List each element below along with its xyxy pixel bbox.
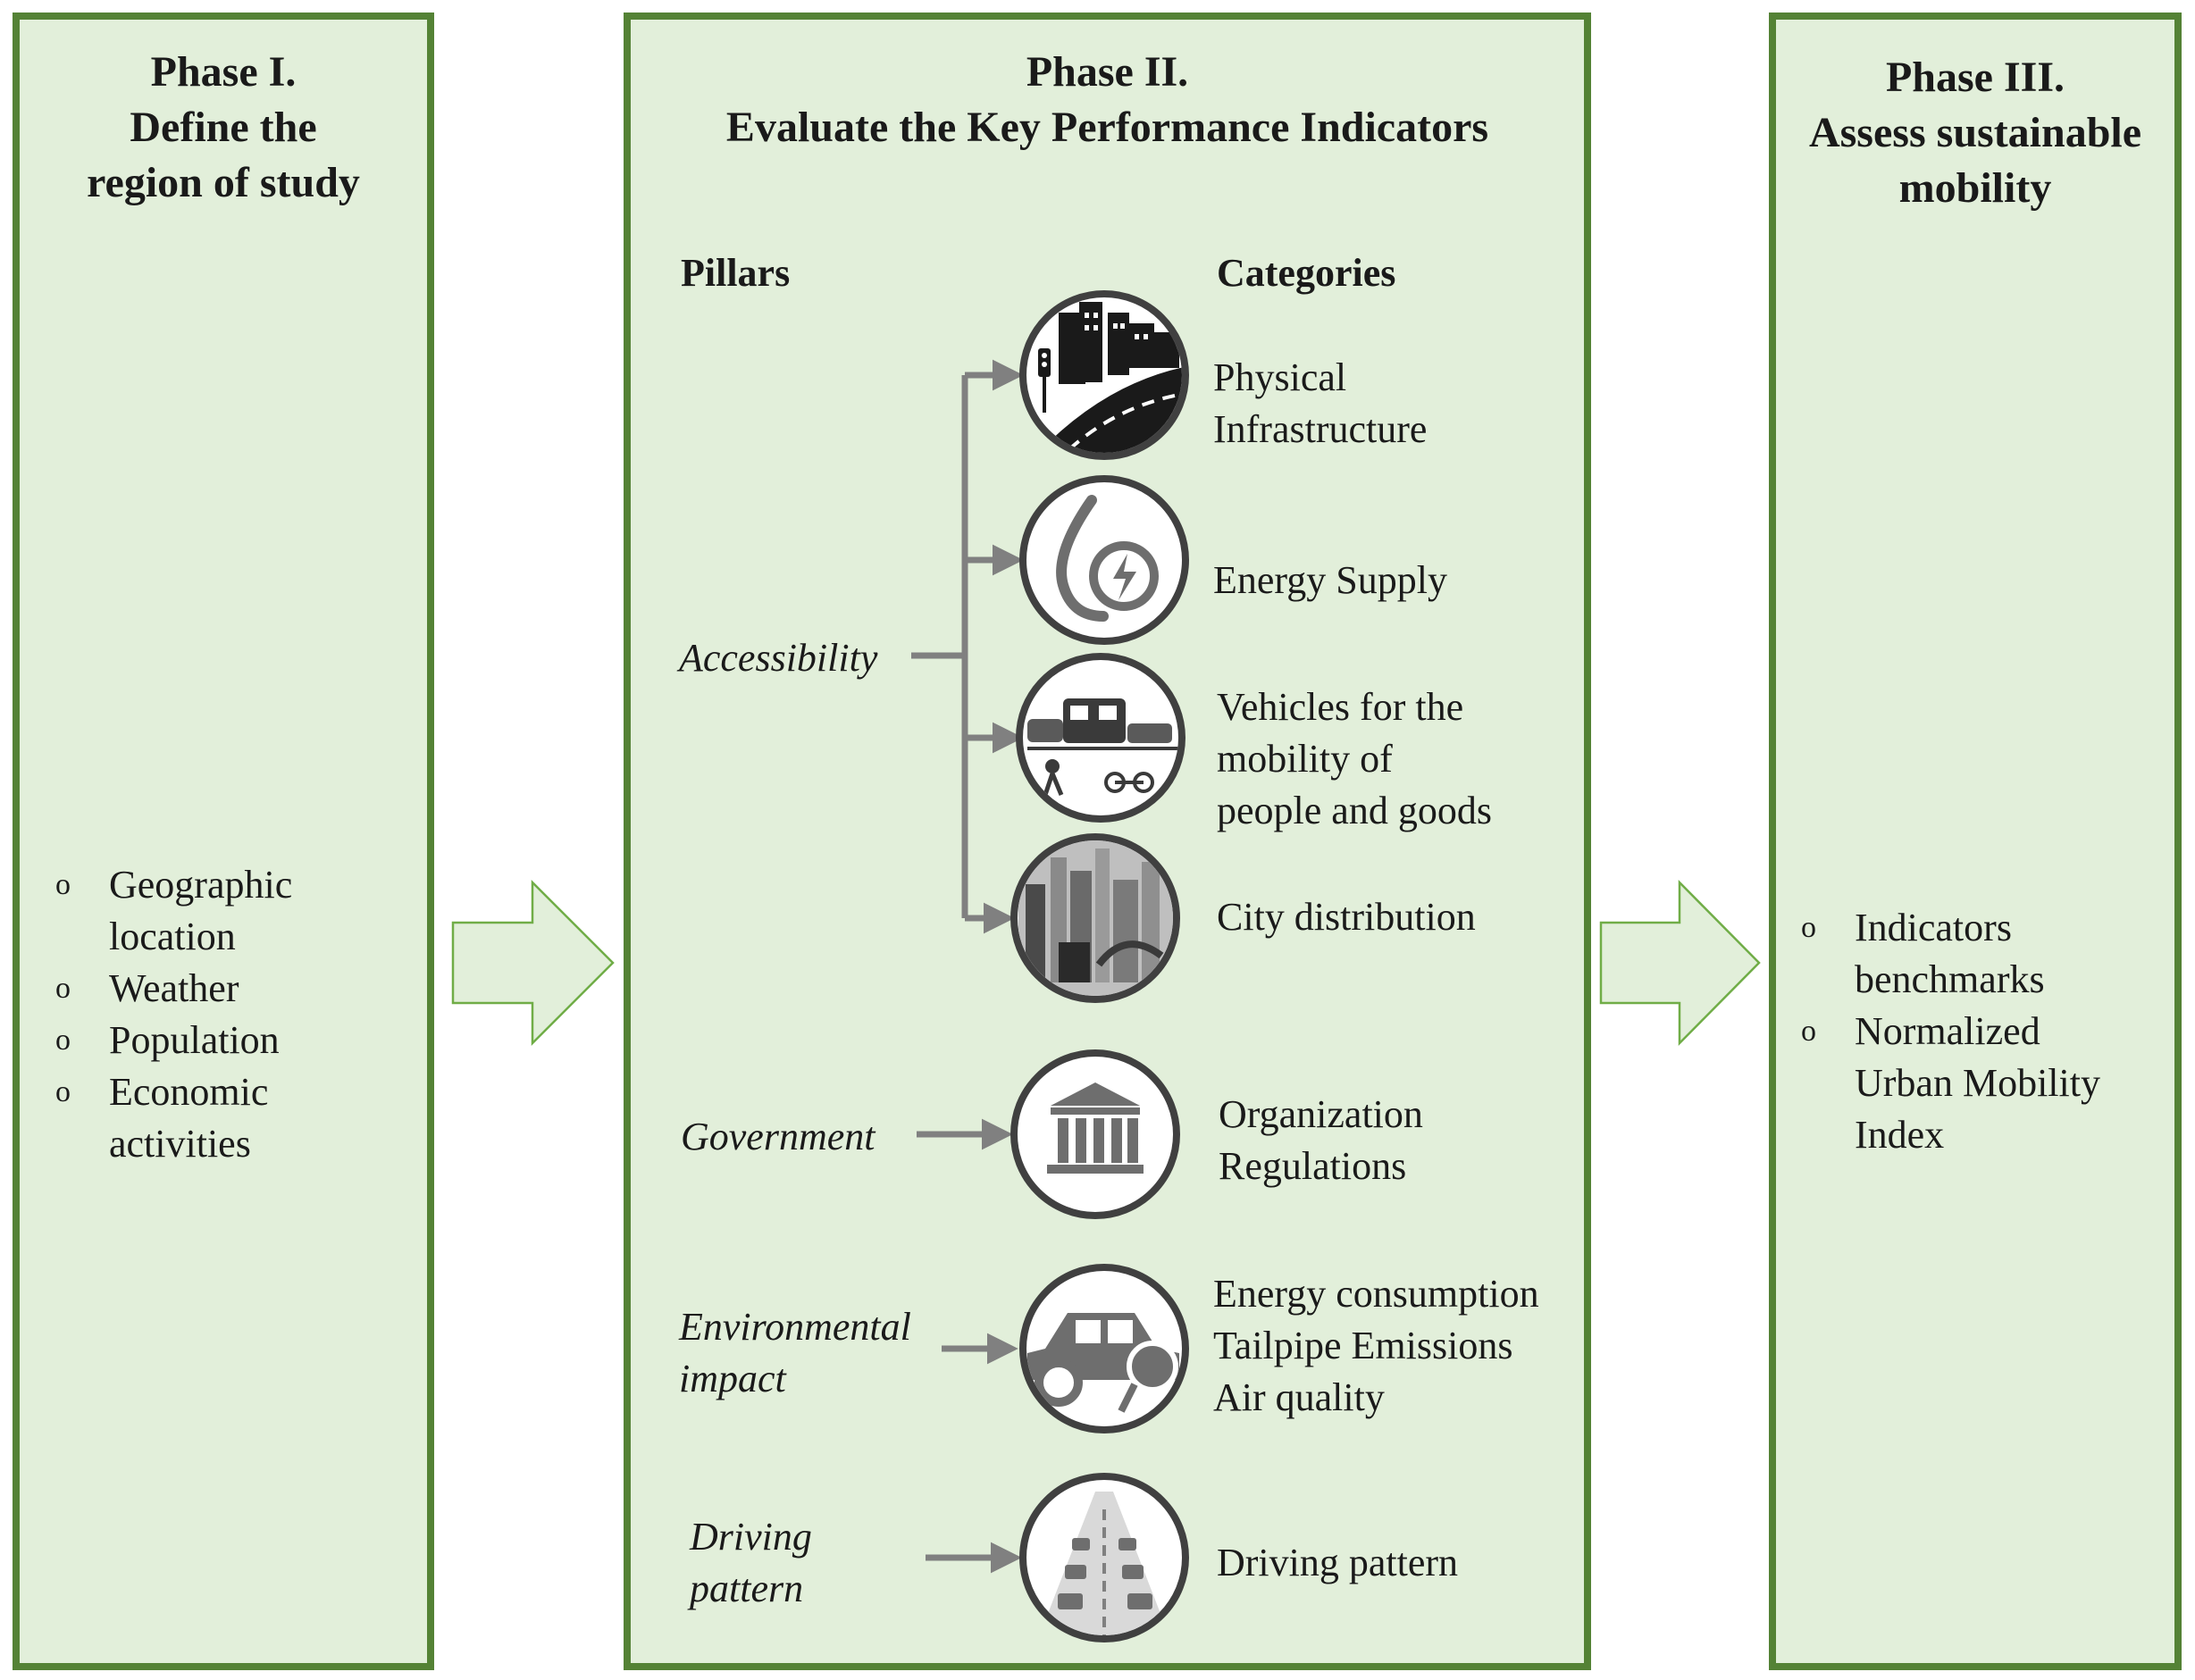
list-item: o Economic activities: [55, 1066, 292, 1170]
category-label: Energy consumption: [1213, 1272, 1539, 1316]
category-label: Infrastructure: [1213, 407, 1428, 451]
list-item-text: Index: [1855, 1113, 1945, 1157]
pillar-label: pattern: [690, 1567, 804, 1610]
list-item-text: location: [109, 915, 236, 958]
accessibility-connectors: [911, 359, 1024, 934]
pillar-label: Accessibility: [679, 636, 878, 680]
category-energy-emissions-air: Energy consumption Tailpipe Emissions Ai…: [1213, 1268, 1539, 1424]
pillar-driving-pattern: Driving pattern: [690, 1511, 812, 1615]
list-item: o Geographic location: [55, 859, 292, 963]
list-item-text: benchmarks: [1855, 957, 2045, 1001]
category-physical-infrastructure: Physical Infrastructure: [1213, 352, 1427, 456]
pillar-connectors: [917, 1118, 1022, 1574]
list-item-text: activities: [109, 1122, 251, 1166]
list-item-text: Population: [109, 1018, 280, 1062]
list-item-text: Indicators: [1855, 906, 2012, 949]
pillar-label: Environmental: [679, 1305, 911, 1349]
list-item-text: Urban Mobility: [1855, 1061, 2100, 1105]
category-city-distribution: City distribution: [1217, 891, 1476, 943]
list-item: o Weather: [55, 963, 292, 1015]
phase-3-title-line: Phase III.: [1885, 54, 2065, 101]
list-item: o Indicators benchmarks: [1801, 902, 2100, 1006]
pillar-accessibility: Accessibility: [679, 632, 877, 684]
category-label: Driving pattern: [1217, 1541, 1459, 1584]
category-driving-pattern: Driving pattern: [1217, 1537, 1458, 1589]
vehicles-icon: [1016, 653, 1185, 823]
category-organization-regulations: Organization Regulations: [1219, 1089, 1423, 1192]
energy-drop-icon: [1019, 475, 1189, 645]
phase-1-to-2-arrow: [451, 879, 615, 1047]
phase-2-title-line: Evaluate the Key Performance Indicators: [725, 104, 1489, 151]
list-item-text: Weather: [109, 966, 239, 1010]
phase-1-title-line: Define the: [130, 104, 317, 151]
phase-1-title-line: region of study: [87, 159, 360, 206]
category-label: people and goods: [1217, 789, 1492, 832]
car-emissions-icon: [1019, 1264, 1189, 1433]
bullet-icon: o: [1801, 911, 1816, 944]
category-label: Regulations: [1219, 1144, 1407, 1188]
phase-2-to-3-arrow: [1599, 879, 1761, 1047]
phase-3-panel: Phase III. Assess sustainable mobility o…: [1769, 13, 2182, 1670]
phase-3-title: Phase III. Assess sustainable mobility: [1776, 50, 2174, 216]
bullet-icon: o: [55, 868, 71, 901]
traffic-road-icon: [1019, 1473, 1189, 1642]
pillars-heading: Pillars: [681, 251, 791, 295]
list-item: o Population: [55, 1015, 292, 1066]
pillar-government: Government: [681, 1111, 875, 1163]
city-road-icon: [1019, 290, 1189, 460]
phase-3-title-line: mobility: [1898, 164, 2052, 212]
list-item-text: Normalized: [1855, 1009, 2040, 1053]
bullet-icon: o: [55, 1075, 71, 1108]
list-item: o Normalized Urban Mobility Index: [1801, 1006, 2100, 1161]
pillar-label: Driving: [690, 1515, 812, 1559]
category-label: Organization: [1219, 1092, 1423, 1136]
category-label: mobility of: [1217, 737, 1393, 781]
phase-3-list: o Indicators benchmarks o Normalized Urb…: [1801, 902, 2100, 1161]
list-item-text: Geographic: [109, 863, 293, 907]
phase-2-title: Phase II. Evaluate the Key Performance I…: [631, 45, 1584, 155]
category-label: City distribution: [1217, 895, 1476, 939]
list-item-text: Economic: [109, 1070, 269, 1114]
pillar-environmental-impact: Environmental impact: [679, 1301, 911, 1405]
phase-1-title-line: Phase I.: [150, 48, 297, 96]
pillar-label: Government: [681, 1115, 875, 1158]
phase-3-title-line: Assess sustainable: [1808, 109, 2142, 156]
pillar-label: impact: [679, 1357, 786, 1400]
phase-1-panel: Phase I. Define the region of study o Ge…: [13, 13, 434, 1670]
phase-1-list: o Geographic location o Weather o Popula…: [55, 859, 292, 1170]
government-building-icon: [1010, 1049, 1180, 1219]
category-label: Tailpipe Emissions: [1213, 1324, 1513, 1367]
bullet-icon: o: [55, 972, 71, 1005]
category-label: Physical: [1213, 355, 1347, 399]
bullet-icon: o: [1801, 1015, 1816, 1048]
phase-2-title-line: Phase II.: [1026, 48, 1189, 96]
city-skyline-icon: [1010, 833, 1180, 1003]
category-label: Air quality: [1213, 1375, 1385, 1419]
category-label: Vehicles for the: [1217, 685, 1464, 729]
phase-1-title: Phase I. Define the region of study: [20, 45, 427, 211]
category-label: Energy Supply: [1213, 558, 1447, 602]
categories-heading: Categories: [1217, 251, 1396, 295]
category-energy-supply: Energy Supply: [1213, 555, 1447, 606]
bullet-icon: o: [55, 1024, 71, 1057]
category-vehicles: Vehicles for the mobility of people and …: [1217, 681, 1492, 837]
